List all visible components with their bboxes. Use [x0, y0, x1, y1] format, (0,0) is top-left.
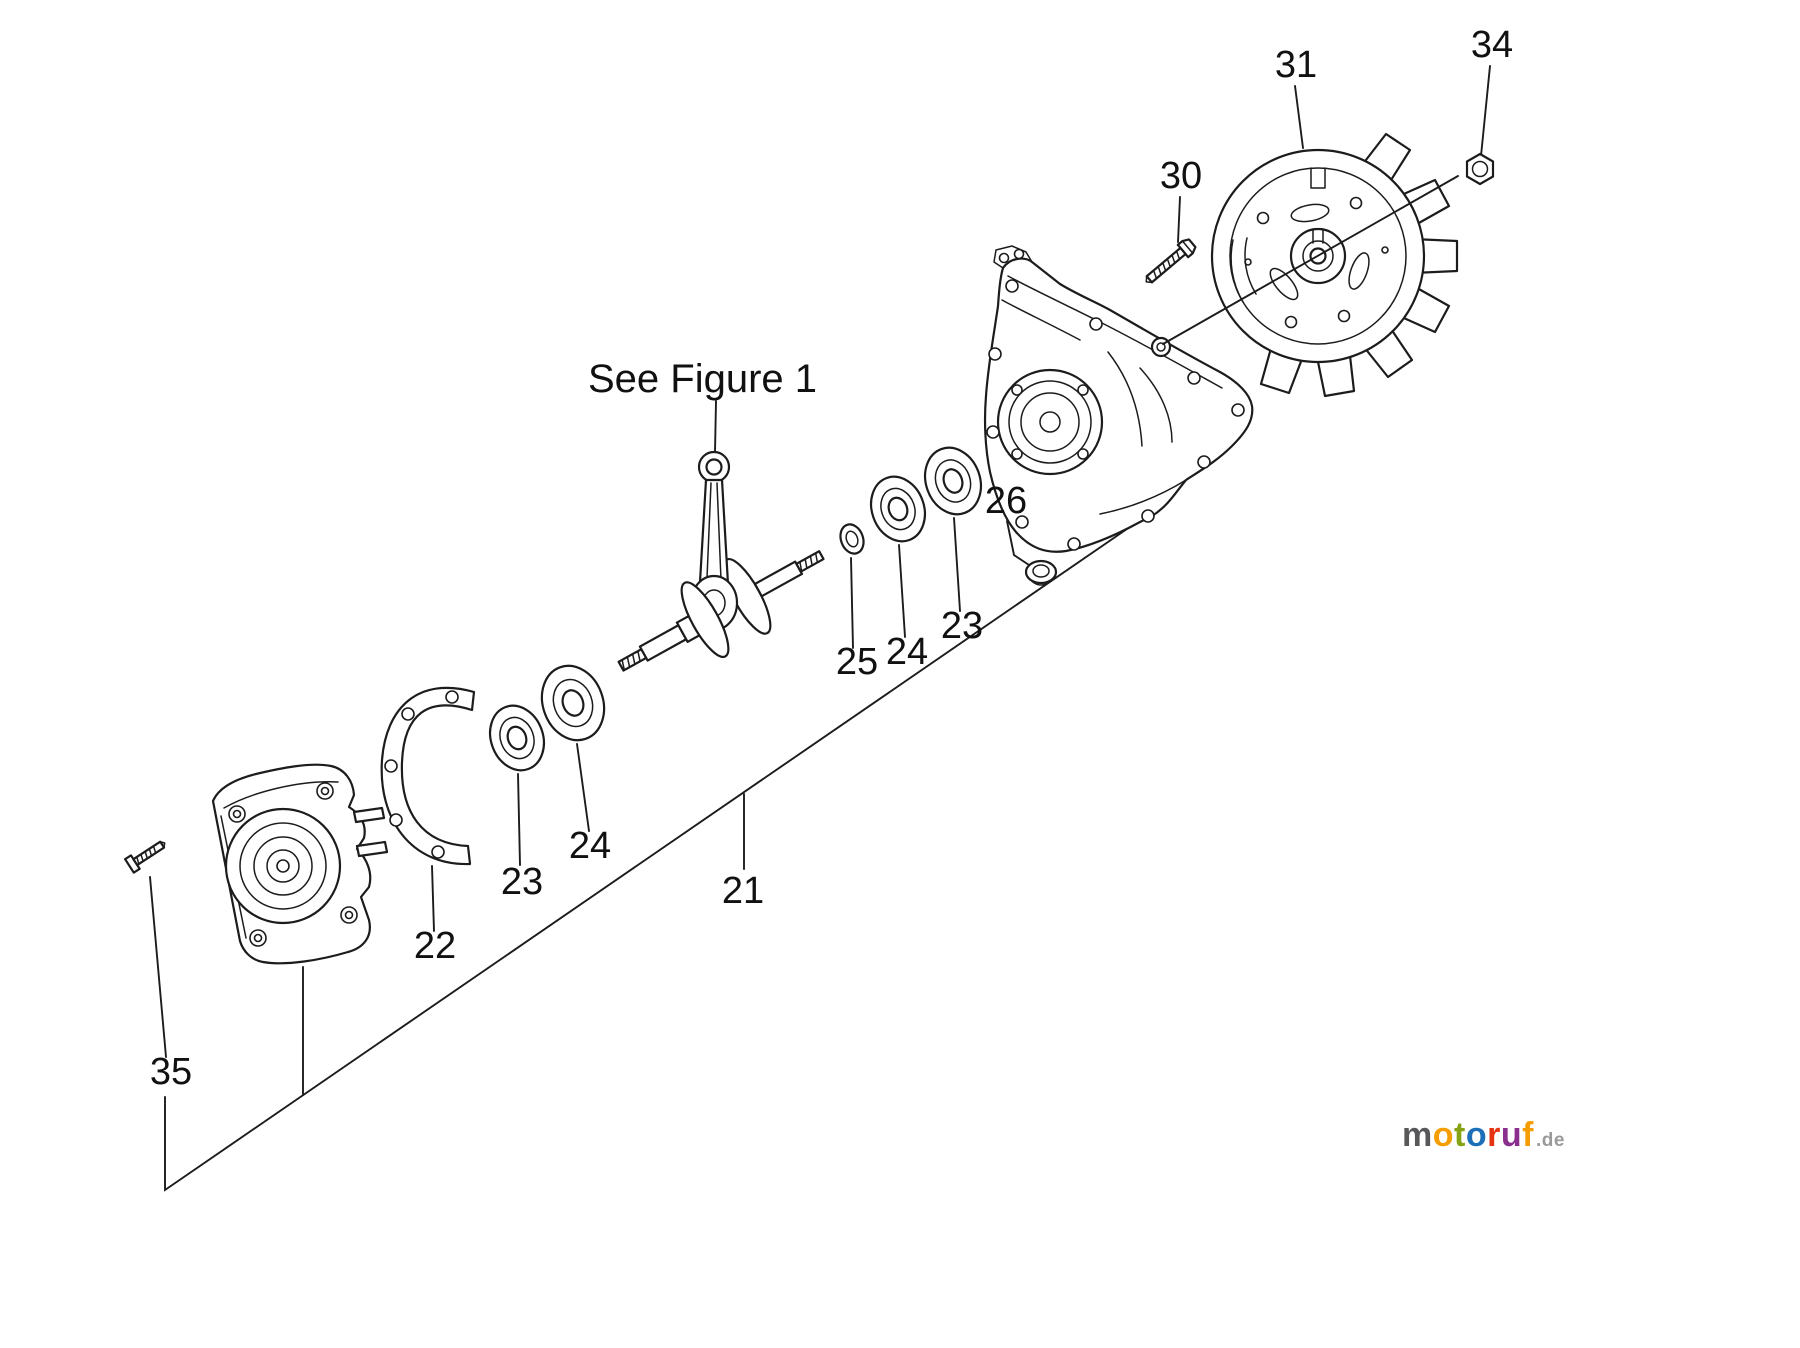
part-label-24-left: 24 — [569, 825, 611, 867]
part-label-35: 35 — [150, 1051, 192, 1093]
part-label-22: 22 — [414, 925, 456, 967]
part-label-30: 30 — [1160, 155, 1202, 197]
watermark-text: motoruf — [1402, 1116, 1534, 1155]
leader-part-24-right — [898, 544, 906, 638]
leader-part-26 — [1006, 520, 1030, 566]
leader-part-35 — [149, 876, 167, 1058]
leader-part-21 — [164, 519, 1141, 1192]
part-label-31: 31 — [1275, 44, 1317, 86]
part-label-23-right: 23 — [941, 605, 983, 647]
leader-part-24-left — [576, 743, 590, 832]
part-crankcase-right — [983, 245, 1254, 553]
part-crankcase-left — [211, 763, 389, 965]
leader-see-figure — [714, 400, 717, 453]
leader-part-30 — [1177, 196, 1181, 243]
leader-lines — [149, 65, 1491, 1058]
leader-part-31 — [1294, 85, 1304, 149]
part-bearing-23-right — [923, 446, 983, 516]
part-connecting-rod — [689, 450, 739, 632]
part-bolt-30 — [1145, 238, 1197, 284]
note-see-figure-1: See Figure 1 — [588, 357, 817, 401]
part-label-26: 26 — [985, 480, 1027, 522]
part-labels: See Figure 1 34 31 30 26 25 24 23 23 24 … — [150, 24, 1513, 1093]
leader-part-34 — [1480, 65, 1491, 157]
watermark-letter: u — [1500, 1116, 1523, 1154]
part-flywheel-31 — [1210, 132, 1459, 398]
watermark-letter: f — [1522, 1116, 1534, 1154]
part-label-23-left: 23 — [501, 861, 543, 903]
part-bearing-24-left — [540, 664, 606, 742]
watermark-domain-suffix: .de — [1535, 1130, 1565, 1151]
leader-part-23-left — [517, 773, 521, 866]
part-bearing-24-right — [869, 475, 927, 543]
watermark-logo: motoruf.de — [1402, 1116, 1565, 1155]
watermark-letter: o — [1432, 1116, 1455, 1154]
part-label-21: 21 — [722, 870, 764, 912]
watermark-letter: o — [1465, 1116, 1488, 1154]
watermark-letter: m — [1402, 1116, 1433, 1154]
leader-part-22 — [431, 865, 435, 932]
leader-part-25 — [850, 557, 854, 649]
part-screw-35 — [123, 840, 166, 874]
leader-part-23-right — [953, 517, 961, 612]
part-washer-25 — [839, 523, 865, 555]
part-crank-web-front — [680, 581, 730, 659]
assembly-axis-line — [1162, 175, 1459, 345]
part-label-25: 25 — [836, 641, 878, 683]
part-label-34: 34 — [1471, 24, 1513, 66]
part-bearing-23-left — [488, 704, 546, 772]
part-nut-34 — [1465, 152, 1495, 186]
part-plug-26 — [1024, 559, 1058, 586]
watermark-letter: t — [1454, 1116, 1466, 1154]
watermark-letter: r — [1487, 1116, 1501, 1154]
part-label-24-right: 24 — [886, 631, 928, 673]
part-gasket-22 — [380, 686, 476, 866]
